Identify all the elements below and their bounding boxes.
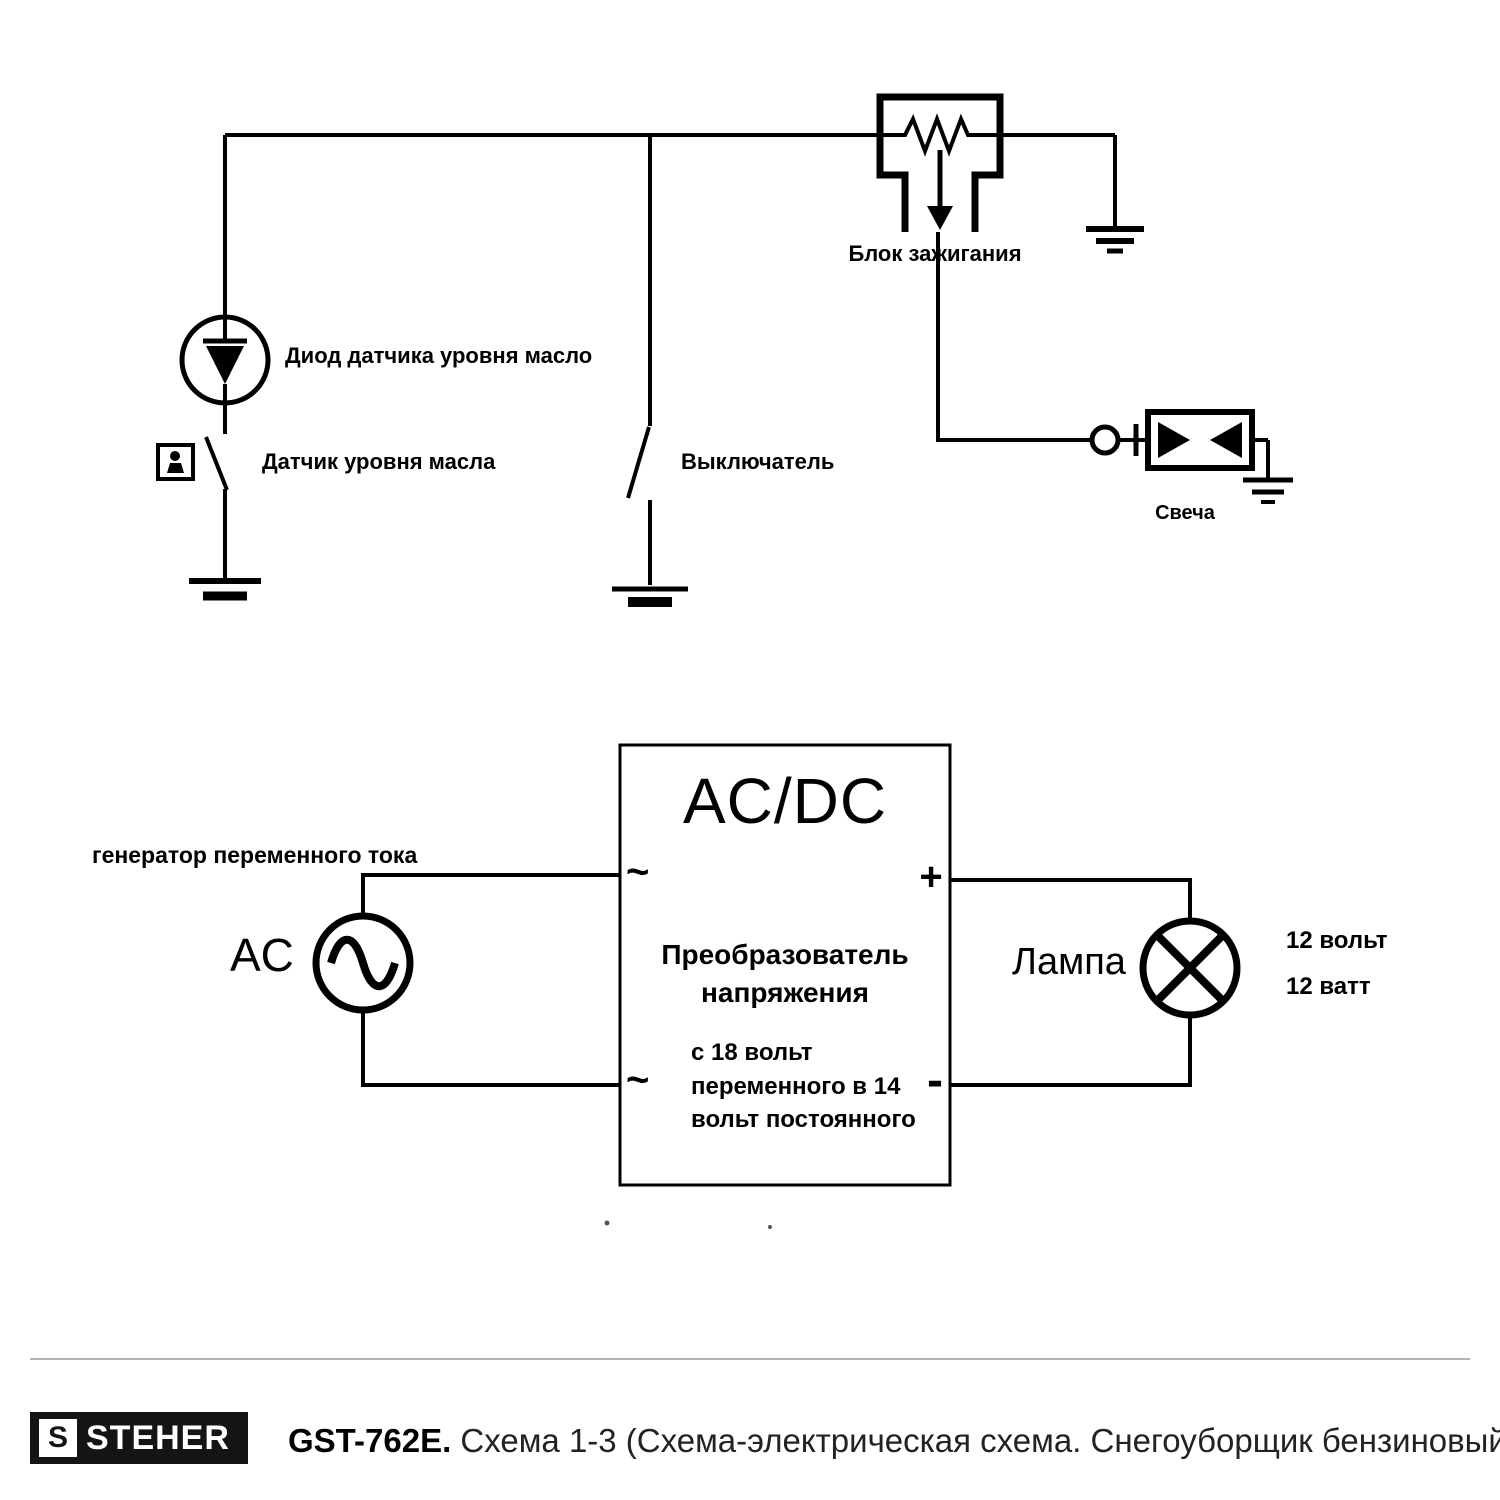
footer-caption: GST-762E. Схема 1-3 (Схема-электрическая… [288,1422,1500,1460]
diode-label: Диод датчика уровня масло [285,343,593,368]
lamp-wires [950,878,1192,1087]
brand-logo-icon: S [39,1419,77,1457]
switch-label: Выключатель [681,449,835,474]
schema-title: Схема 1-3 (Схема-электрическая схема. Сн… [460,1422,1500,1459]
converter-title: AC/DC [682,765,888,837]
lamp-watts-label: 12 ватт [1286,973,1371,1000]
lamp-volts-label: 12 вольт [1286,927,1388,954]
ac-source-label: AC [230,929,294,981]
ignition-label: Блок зажигания [848,241,1022,266]
oil-level-sensor-symbol [156,436,229,491]
converter-minus-terminal: - [927,1054,943,1107]
ac-source-symbol [312,912,414,1014]
generator-wires [361,873,620,1087]
brand-name: STEHER [86,1418,230,1457]
footer-divider [30,1358,1470,1360]
converter-note-line3: вольт постоянного [691,1106,916,1133]
converter-ac-input-bottom: ~ [626,1058,650,1102]
oil-sensor-label: Датчик уровня масла [262,449,496,474]
diode-symbol [179,314,271,406]
converter-note-line1: с 18 вольт [691,1039,813,1066]
converter-note-line2: переменного в 14 [691,1073,901,1100]
lamp-label: Лампа [1012,941,1126,983]
brand-logo: S STEHER [30,1412,248,1464]
converter-box [618,743,952,1187]
model-number: GST-762E. [288,1422,452,1459]
ground-symbol-spark [1243,477,1293,504]
ground-symbol-switch [612,586,688,607]
converter-name-line2: напряжения [701,977,869,1008]
converter-name-line1: Преобразователь [661,939,909,970]
converter-plus-terminal: + [919,855,943,899]
spark-plug-symbol [1089,409,1270,478]
lamp-symbol [1139,917,1241,1019]
ground-symbol-ignition [1086,135,1144,254]
ignition-block-symbol [876,93,1004,232]
spark-plug-label: Свеча [1155,502,1215,524]
switch-symbol [626,426,651,499]
ground-symbol-oil [189,578,261,601]
spark-wire [936,232,1092,442]
stray-dots [604,1220,772,1229]
generator-label: генератор переменного тока [92,842,418,868]
converter-ac-input-top: ~ [626,850,650,894]
